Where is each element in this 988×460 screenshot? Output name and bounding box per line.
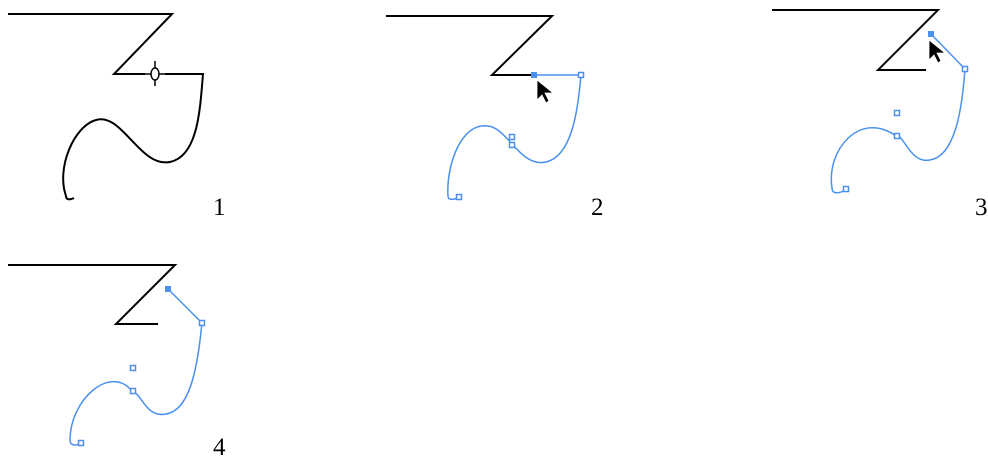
panel-1: 1 xyxy=(8,13,226,221)
direct-selection-arrow-icon xyxy=(536,79,555,104)
bezier-handle xyxy=(842,185,850,193)
bezier-handle xyxy=(455,193,463,201)
selected-curve xyxy=(447,74,582,201)
zigzag-stroke xyxy=(386,15,555,76)
curve-stroke xyxy=(62,73,205,201)
panel-4: 4 xyxy=(8,264,226,460)
zigzag-stroke xyxy=(8,13,175,75)
zigzag-stroke xyxy=(772,9,941,71)
bezier-handle xyxy=(508,141,516,149)
selected-curve xyxy=(830,68,966,194)
bezier-handle xyxy=(508,133,516,141)
handle-line xyxy=(930,33,966,70)
step-number-1: 1 xyxy=(213,194,226,221)
bezier-handle xyxy=(893,109,901,117)
bezier-handle xyxy=(198,319,206,327)
bezier-handle xyxy=(129,364,137,372)
selected-anchor-point xyxy=(165,286,171,292)
step-number-2: 2 xyxy=(591,194,604,221)
direct-selection-arrow-icon xyxy=(928,39,947,64)
bezier-handle xyxy=(129,387,137,395)
selected-anchor-point xyxy=(928,31,934,37)
step-number-3: 3 xyxy=(975,194,988,221)
bezier-handle xyxy=(961,65,969,73)
handle-line xyxy=(167,288,203,324)
step-number-4: 4 xyxy=(213,434,226,460)
bezier-handle xyxy=(893,132,901,140)
pen-tool-cursor-icon xyxy=(145,61,165,86)
panel-3: 3 xyxy=(772,9,988,221)
panel-2: 2 xyxy=(386,15,604,221)
zigzag-stroke xyxy=(8,264,178,325)
bezier-handle xyxy=(77,439,85,447)
bezier-handle xyxy=(577,71,585,79)
selected-anchor-point xyxy=(531,72,537,78)
selected-curve xyxy=(69,322,203,446)
